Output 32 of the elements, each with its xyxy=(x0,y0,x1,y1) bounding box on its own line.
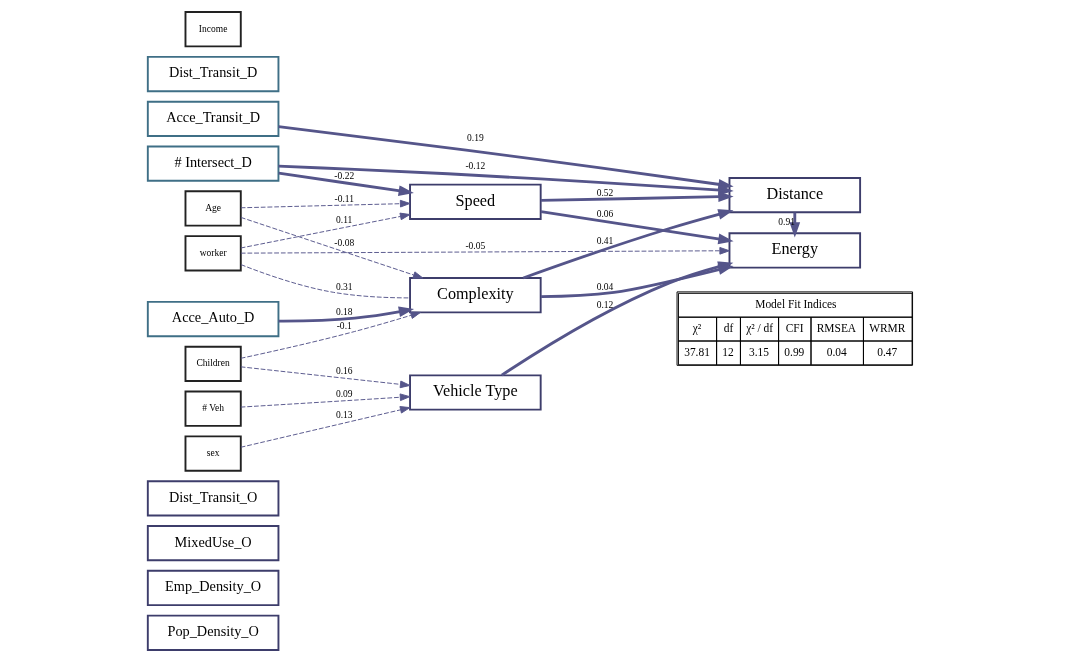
label: CFI xyxy=(785,322,804,335)
label: 3.15 xyxy=(748,345,769,358)
label: 0.99 xyxy=(783,345,804,358)
edge-label: 0.11 xyxy=(335,214,352,225)
label: χ² / df xyxy=(745,322,773,335)
edge-label: 0.19 xyxy=(466,132,484,143)
label: 0.04 xyxy=(826,345,847,358)
edge-label: -0.11 xyxy=(334,193,354,204)
edge-label: -0.05 xyxy=(464,240,485,251)
edge-label: 0.91 xyxy=(777,217,795,228)
label: WRMR xyxy=(868,322,905,335)
edge-label: 0.16 xyxy=(335,366,353,377)
edge-label: -0.12 xyxy=(464,161,485,172)
label: 37.81 xyxy=(683,345,710,358)
edge-label: 0.13 xyxy=(335,410,353,421)
edge-label: 0.41 xyxy=(596,235,613,246)
label: df xyxy=(723,322,733,335)
edge-label: -0.22 xyxy=(333,170,354,181)
edge-label: -0.1 xyxy=(336,320,352,331)
edge-label: 0.12 xyxy=(596,299,613,310)
edge-label: -0.08 xyxy=(333,237,354,248)
edge-label: 0.04 xyxy=(596,281,613,292)
label: 12 xyxy=(721,345,734,358)
edge-label: 0.52 xyxy=(596,188,613,199)
label: 0.47 xyxy=(876,345,897,358)
edge-label: 0.09 xyxy=(335,389,353,400)
edge-label: 0.31 xyxy=(335,281,353,292)
label: Model Fit Indices xyxy=(754,298,837,311)
edge-label: 0.06 xyxy=(596,209,613,220)
edge-label: 0.18 xyxy=(335,307,353,318)
label: χ² xyxy=(692,322,701,335)
label: RMSEA xyxy=(816,322,856,335)
